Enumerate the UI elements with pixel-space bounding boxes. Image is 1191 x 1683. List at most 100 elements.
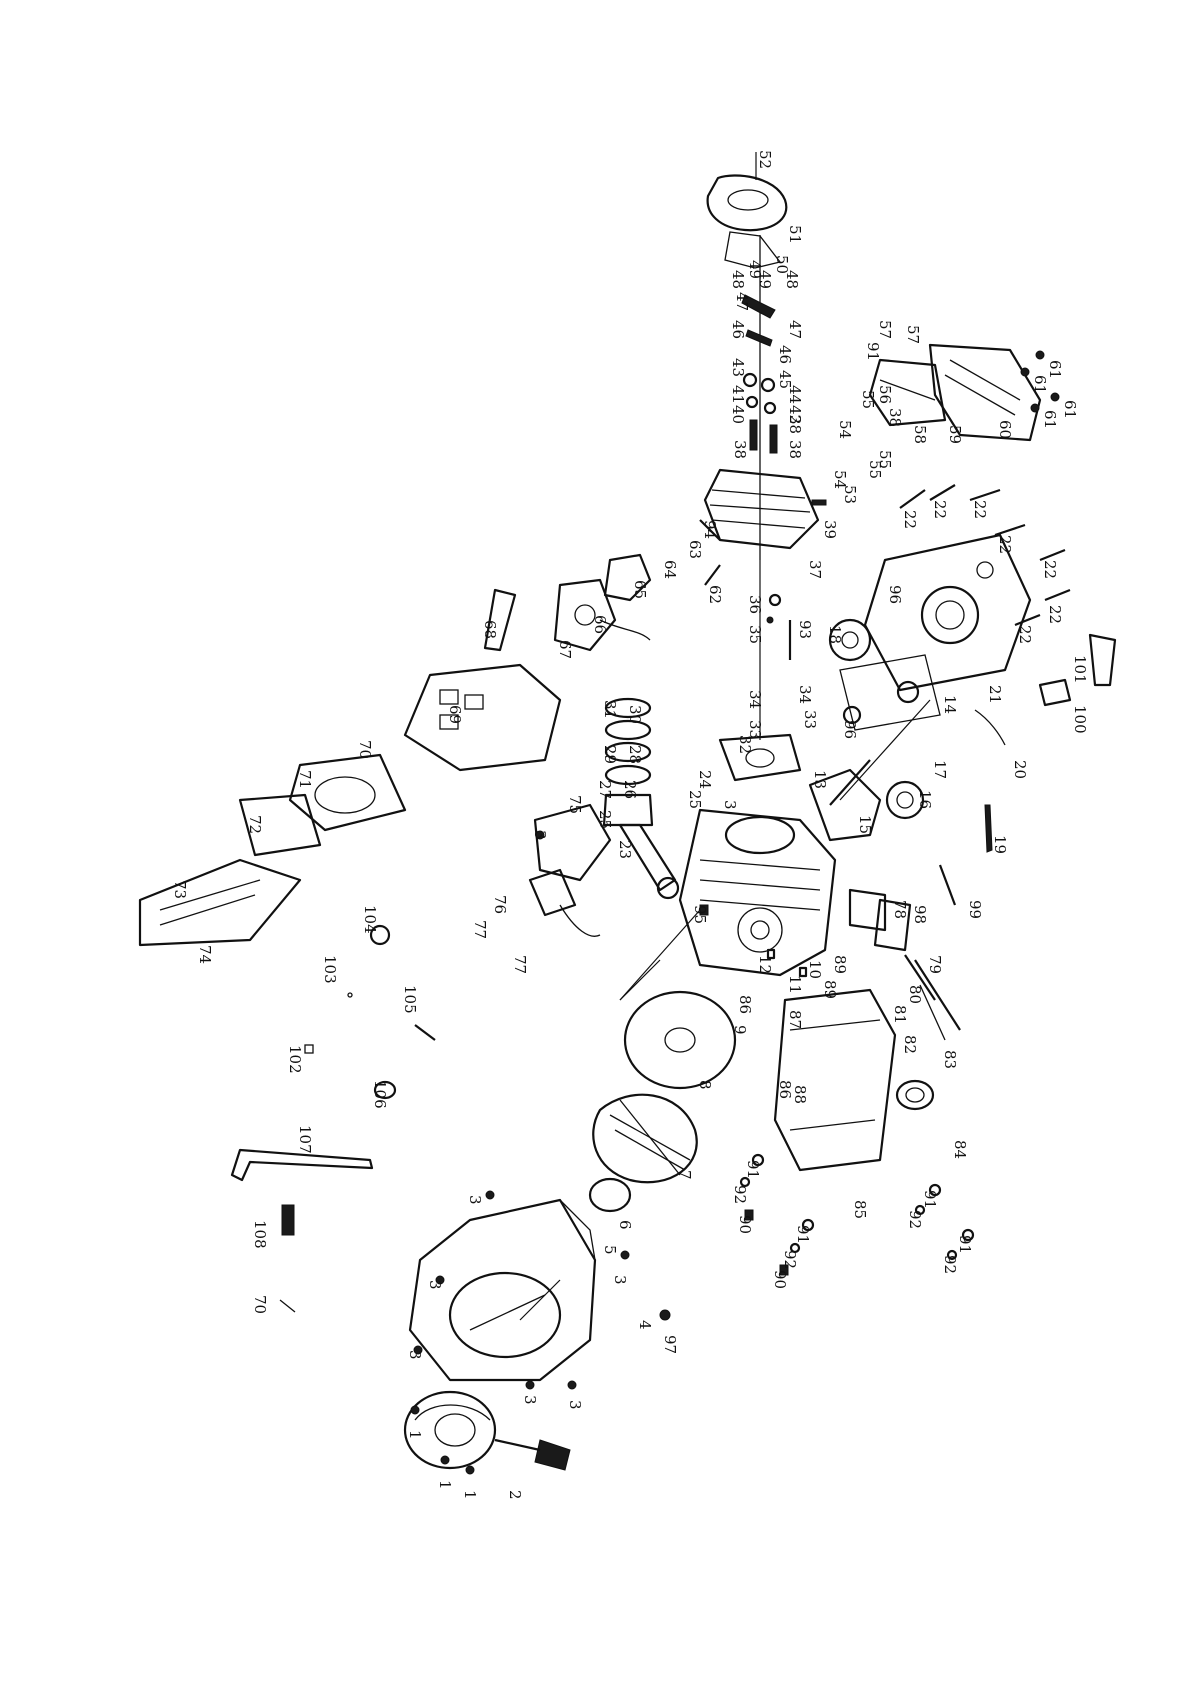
callout-55: 55 <box>859 390 877 409</box>
callout-106: 106 <box>371 1080 389 1109</box>
callout-52: 52 <box>756 150 774 169</box>
callout-11: 11 <box>786 975 804 994</box>
callout-31: 31 <box>601 700 619 719</box>
callout-91: 91 <box>864 342 882 361</box>
callout-72: 72 <box>246 815 264 834</box>
callout-81: 81 <box>891 1005 909 1024</box>
callout-58: 58 <box>911 425 929 444</box>
callout-74: 74 <box>196 945 214 964</box>
callout-5: 5 <box>601 1245 619 1255</box>
callout-8: 8 <box>696 1080 714 1090</box>
callout-90: 90 <box>736 1215 754 1234</box>
recoil-starter <box>403 1390 571 1471</box>
callout-39: 39 <box>821 520 839 539</box>
callout-79: 79 <box>926 955 944 974</box>
callout-95: 95 <box>691 905 709 924</box>
right-side-parts <box>938 633 1117 906</box>
callout-51: 51 <box>786 225 804 244</box>
callout-3: 3 <box>426 1280 444 1290</box>
callout-25: 25 <box>686 790 704 809</box>
callout-22: 22 <box>901 510 919 529</box>
callout-44: 44 <box>786 385 804 404</box>
callout-46: 46 <box>729 320 747 339</box>
callout-96: 96 <box>841 720 859 739</box>
callout-22: 22 <box>931 500 949 519</box>
callout-65: 65 <box>631 580 649 599</box>
callout-89: 89 <box>821 980 839 999</box>
cylinder-head <box>703 468 827 550</box>
callout-38: 38 <box>731 440 749 459</box>
callout-103: 103 <box>321 955 339 984</box>
callout-80: 80 <box>906 985 924 1004</box>
tool-kit <box>230 924 436 1313</box>
callout-43: 43 <box>729 358 747 377</box>
callout-22: 22 <box>996 535 1014 554</box>
callout-61: 61 <box>1041 410 1059 429</box>
callout-3: 3 <box>531 830 549 840</box>
callout-1: 1 <box>436 1480 454 1490</box>
callout-57: 57 <box>876 320 894 339</box>
callout-49: 49 <box>756 270 774 289</box>
callout-47: 47 <box>786 320 804 339</box>
callout-101: 101 <box>1071 655 1089 684</box>
callout-33: 33 <box>746 720 764 739</box>
callout-3: 3 <box>406 1350 424 1360</box>
callout-100: 100 <box>1071 705 1089 734</box>
callout-38: 38 <box>886 408 904 427</box>
callout-33: 33 <box>801 710 819 729</box>
callout-66: 66 <box>591 615 609 634</box>
callout-94: 94 <box>701 520 719 539</box>
callout-3: 3 <box>611 1275 629 1285</box>
valve-cover <box>706 152 788 269</box>
callout-4: 4 <box>636 1320 654 1330</box>
callout-3: 3 <box>721 800 739 810</box>
callout-22: 22 <box>971 500 989 519</box>
callout-91: 91 <box>794 1225 812 1244</box>
callout-77: 77 <box>511 955 529 974</box>
callout-48: 48 <box>729 270 747 289</box>
callout-84: 84 <box>951 1140 969 1159</box>
fasteners <box>410 350 1071 1475</box>
callout-1: 1 <box>461 1490 479 1500</box>
callout-96: 96 <box>886 585 904 604</box>
callout-29: 29 <box>601 745 619 764</box>
callout-3: 3 <box>566 1400 584 1410</box>
callout-10: 10 <box>806 960 824 979</box>
assembly-lines <box>519 560 931 1321</box>
fan-shroud <box>408 1198 597 1382</box>
callout-15: 15 <box>856 815 874 834</box>
callout-92: 92 <box>941 1255 959 1274</box>
callout-70: 70 <box>356 740 374 759</box>
callout-69: 69 <box>446 705 464 724</box>
callout-61: 61 <box>1046 360 1064 379</box>
callout-87: 87 <box>786 1010 804 1029</box>
callout-50: 50 <box>773 255 791 274</box>
callout-7: 7 <box>676 1170 694 1180</box>
callout-3: 3 <box>466 1195 484 1205</box>
flywheel <box>588 990 737 1213</box>
callout-108: 108 <box>251 1220 269 1249</box>
callout-22: 22 <box>1016 625 1034 644</box>
callout-57: 57 <box>904 325 922 344</box>
crankshaft <box>808 618 925 842</box>
callout-9: 9 <box>731 1025 749 1035</box>
callout-22: 22 <box>1046 605 1064 624</box>
callout-90: 90 <box>771 1270 789 1289</box>
callout-34: 34 <box>796 685 814 704</box>
callout-88: 88 <box>791 1085 809 1104</box>
callout-92: 92 <box>781 1250 799 1269</box>
callout-70: 70 <box>251 1295 269 1314</box>
callout-59: 59 <box>946 425 964 444</box>
callout-1: 1 <box>406 1430 424 1440</box>
callout-55: 55 <box>866 460 884 479</box>
fuel-tank <box>773 988 935 1172</box>
callout-55: 55 <box>876 450 894 469</box>
callout-42: 42 <box>786 405 804 424</box>
callout-93: 93 <box>796 620 814 639</box>
callout-35: 35 <box>746 625 764 644</box>
callout-60: 60 <box>996 420 1014 439</box>
callout-24: 24 <box>696 770 714 789</box>
callout-99: 99 <box>966 900 984 919</box>
callout-73: 73 <box>171 880 189 899</box>
